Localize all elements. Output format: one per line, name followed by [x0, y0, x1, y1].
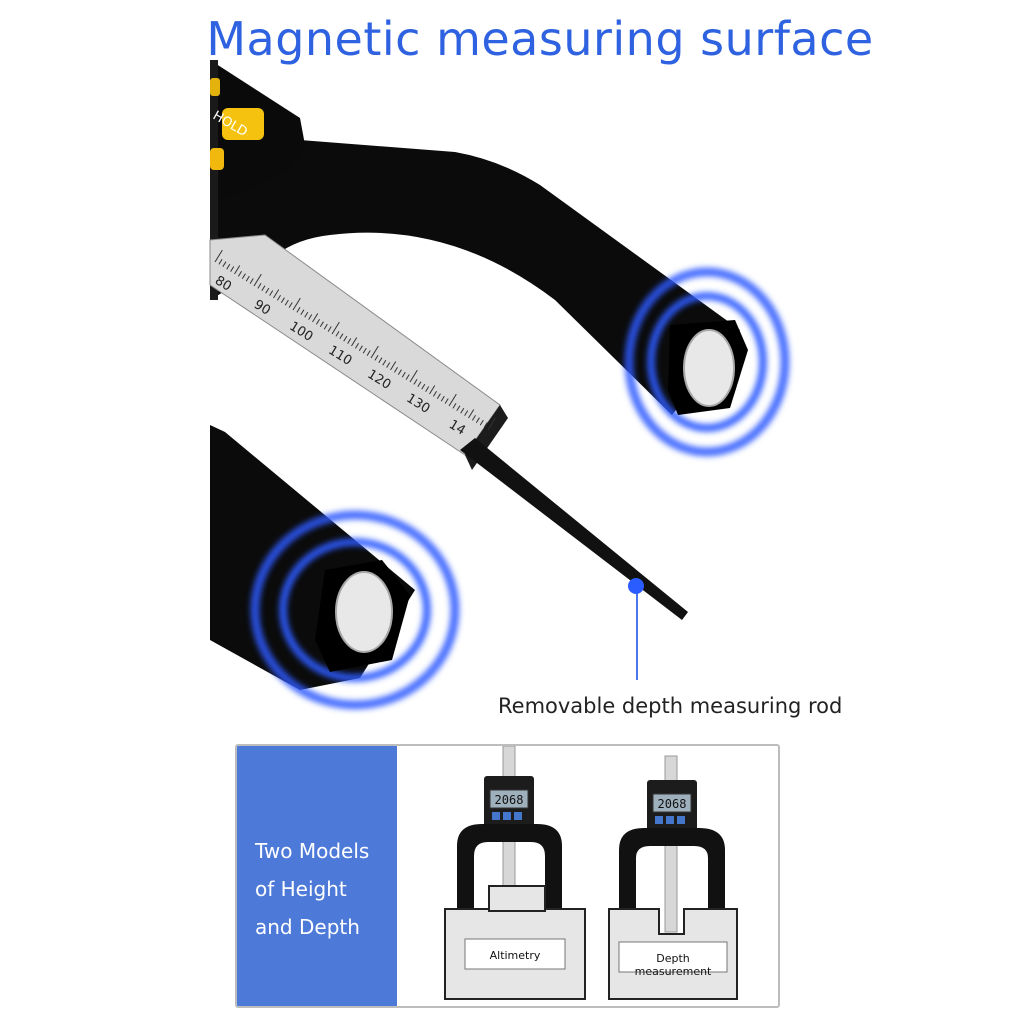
scale-tick	[241, 273, 246, 280]
heading-line-1: Two Models	[255, 839, 370, 863]
magnet-left	[250, 510, 460, 710]
scale-tick	[444, 398, 449, 404]
scale-tick	[436, 393, 441, 400]
scale-tick	[261, 285, 266, 292]
scale-tick	[304, 311, 309, 318]
scale-tick	[288, 302, 293, 308]
usage-diagrams: 2068 2068	[444, 746, 738, 1000]
scale-tick	[374, 355, 379, 361]
scale-tick	[405, 374, 410, 380]
scale-tick	[308, 314, 313, 320]
scale-label: 90	[251, 297, 273, 318]
heading-line-2: of Height	[255, 877, 347, 901]
depth-rod	[460, 438, 688, 680]
magnet-right	[624, 267, 790, 457]
scale-tick	[366, 350, 371, 356]
scale-tick	[362, 347, 367, 354]
scale-tick	[234, 265, 241, 275]
scale-tick	[386, 362, 391, 368]
scale-tick	[218, 259, 223, 265]
scale-tick	[300, 309, 305, 316]
models-panel: Two Models of Height and Depth 2068 2068	[235, 744, 780, 1008]
depth-diagram: 2068	[608, 755, 738, 1000]
display-left: 2068	[495, 793, 524, 807]
scale-tick	[483, 422, 488, 428]
scale-tick	[327, 326, 332, 332]
scale-tick	[214, 249, 223, 263]
scale-tick	[269, 290, 274, 296]
scale-tick	[331, 321, 340, 335]
depth-measurement-label: Depth measurement	[634, 952, 712, 978]
scale-tick	[237, 271, 242, 277]
scale-tick	[397, 369, 402, 376]
scale-tick	[280, 297, 285, 304]
scale-tick	[460, 407, 465, 414]
scale-tick	[487, 417, 496, 431]
rod-label: Removable depth measuring rod	[498, 694, 843, 718]
scale-tick	[312, 313, 319, 323]
scale-tick	[452, 403, 457, 409]
scale-tick	[249, 278, 254, 284]
scale-tick	[432, 391, 437, 397]
scale-tick	[292, 297, 301, 311]
gauge-body	[210, 60, 740, 415]
scale-tick	[409, 369, 418, 383]
scale-tick	[284, 299, 289, 306]
scale-tick	[226, 263, 231, 270]
scale-tick	[222, 261, 227, 268]
scale-tick	[358, 345, 363, 352]
scale-tick	[440, 395, 445, 402]
scale-tick	[390, 361, 397, 371]
scale-tick	[456, 405, 461, 412]
altimetry-diagram: 2068	[444, 746, 586, 1000]
scale-tick	[401, 371, 406, 378]
scale-tick	[464, 410, 469, 416]
scale-tick	[429, 385, 436, 395]
models-heading-box: Two Models of Height and Depth	[237, 746, 397, 1006]
models-heading: Two Models of Height and Depth	[255, 832, 395, 946]
altimetry-label: Altimetry	[489, 949, 541, 962]
scale-tick	[393, 367, 398, 373]
scale-tick	[323, 323, 328, 330]
hold-button	[210, 78, 264, 170]
scale-tick	[339, 333, 344, 340]
scale-tick	[245, 275, 250, 282]
scale-tick	[479, 419, 484, 426]
scale-tick	[413, 379, 418, 385]
scale-tick	[468, 409, 475, 419]
scale-tick	[296, 307, 301, 313]
scale-tick	[276, 295, 281, 301]
scale-tick	[265, 287, 270, 294]
scale-tick	[417, 381, 422, 388]
scale-tick	[319, 321, 324, 328]
scale-label: 14	[446, 417, 468, 438]
scale-tick	[425, 386, 430, 392]
scale-tick	[354, 343, 359, 349]
scale-tick	[230, 266, 235, 272]
scale-tick	[475, 417, 480, 424]
scale-tick	[343, 335, 348, 342]
page-title: Magnetic measuring surface	[206, 12, 874, 66]
scale-tick	[421, 383, 426, 390]
scale-tick	[347, 338, 352, 344]
scale-tick	[273, 289, 280, 299]
scale-tick	[253, 273, 262, 287]
display-right: 2068	[658, 797, 687, 811]
scale-tick	[378, 357, 383, 364]
scale-tick	[335, 331, 340, 337]
scale-tick	[351, 337, 358, 347]
scale-tick	[471, 415, 476, 421]
scale-tick	[370, 345, 379, 359]
scale-tick	[382, 359, 387, 366]
scale-tick	[448, 393, 457, 407]
scale-tick	[315, 319, 320, 325]
scale-label: 80	[212, 273, 234, 294]
heading-line-3: and Depth	[255, 915, 360, 939]
scale-tick	[257, 283, 262, 289]
